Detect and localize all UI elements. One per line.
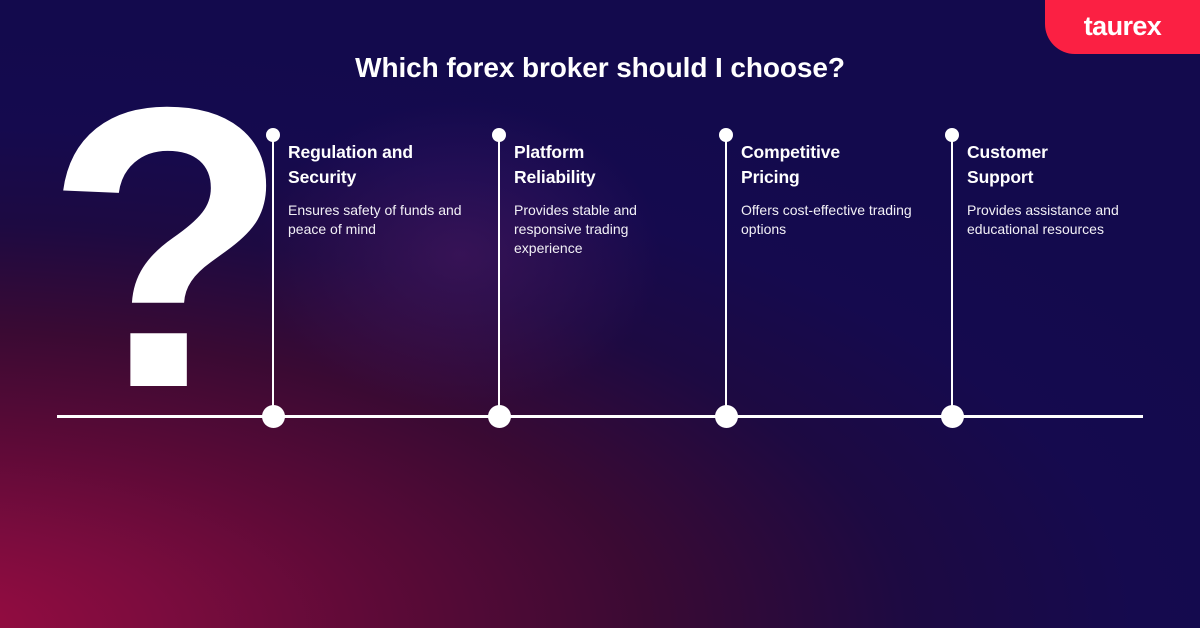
milestone-base-node-icon bbox=[715, 405, 738, 428]
milestone-base-node-icon bbox=[488, 405, 511, 428]
brand-logo-text: taurex bbox=[1083, 10, 1162, 41]
question-mark-icon: ? bbox=[44, 24, 289, 471]
milestone-base-node-icon bbox=[262, 405, 285, 428]
milestone-connector-line bbox=[725, 134, 727, 418]
taurex-logo-badge: taurex bbox=[1045, 0, 1200, 54]
milestone-connector-line bbox=[498, 134, 500, 418]
milestone-description: Provides assistance and educational reso… bbox=[967, 202, 1119, 237]
milestone-heading: Competitive Pricing bbox=[741, 142, 841, 187]
milestone-heading: Regulation and Security bbox=[288, 142, 413, 187]
milestone-heading: Platform Reliability bbox=[514, 142, 596, 187]
milestone-connector-line bbox=[951, 134, 953, 418]
milestone-description: Provides stable and responsive trading e… bbox=[514, 202, 637, 256]
page-title: Which forex broker should I choose? bbox=[355, 52, 845, 83]
milestone-base-node-icon bbox=[941, 405, 964, 428]
milestone-description: Ensures safety of funds and peace of min… bbox=[288, 202, 462, 237]
milestone-heading: Customer Support bbox=[967, 142, 1048, 187]
milestone-description: Offers cost-effective trading options bbox=[741, 202, 912, 237]
timeline-baseline bbox=[57, 415, 1143, 418]
milestone-connector-line bbox=[272, 134, 274, 418]
